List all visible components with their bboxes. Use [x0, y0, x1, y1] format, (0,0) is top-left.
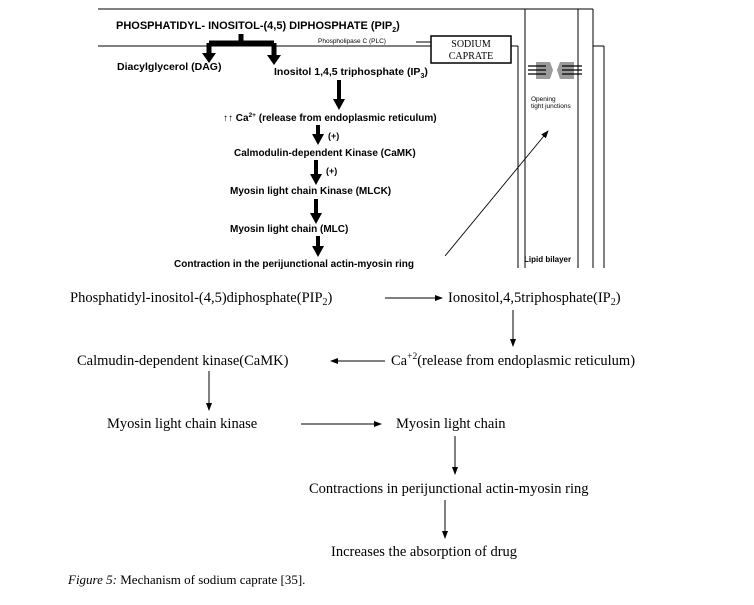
sodium-caprate-line1: SODIUM — [451, 39, 491, 50]
upper-pip2-label: PHOSPHATIDYL- INOSITOL-(4,5) DIPHOSPHATE… — [116, 20, 400, 34]
sodium-caprate-box — [430, 35, 512, 64]
lower-mlc-label: Myosin light chain — [396, 416, 506, 432]
pip2-branch-arrows — [202, 34, 281, 65]
figure-caption-text: Mechanism of sodium caprate [35]. — [116, 572, 306, 587]
mlc-label: Myosin light chain (MLC) — [230, 224, 348, 235]
opening-label-line1: Opening — [531, 96, 556, 103]
figure-caption-label: Figure 5: — [68, 572, 117, 587]
lower-ip2-label: Ionositol,4,5triphosphate(IP2) — [448, 290, 621, 308]
plus-label-2: (+) — [326, 166, 337, 176]
ca-label: ↑↑ Ca2+ (release from endoplasmic reticu… — [223, 112, 437, 124]
plc-label: Phospholipase C (PLC) — [318, 38, 386, 45]
dag-label: Diacylglycerol (DAG) — [117, 61, 221, 73]
mlck-label: Myosin light chain Kinase (MLCK) — [230, 186, 391, 197]
tight-junction-icon — [528, 62, 582, 79]
lower-flow-diagram: Phosphatidyl-inositol-(4,5)diphosphate(P… — [70, 290, 635, 560]
ca-to-camk-arrow — [312, 125, 324, 145]
lower-ca-label: Ca+2(release from endoplasmic reticulum) — [391, 352, 635, 369]
lipid-bilayer-label: Lipid bilayer — [524, 255, 571, 264]
plus-label-1: (+) — [328, 131, 339, 141]
opening-label-line2: tight junctions — [531, 103, 571, 110]
contraction-label: Contraction in the perijunctional actin-… — [174, 259, 414, 270]
mlck-to-mlc-arrow — [310, 199, 322, 224]
camk-label: Calmodulin-dependent Kinase (CaMK) — [234, 148, 416, 159]
ip3-to-ca-arrow — [333, 80, 345, 110]
lower-contractions-label: Contractions in perijunctional actin-myo… — [309, 481, 588, 497]
figure-caption: Figure 5: Mechanism of sodium caprate [3… — [68, 572, 305, 588]
lower-pip2-label: Phosphatidyl-inositol-(4,5)diphosphate(P… — [70, 290, 333, 308]
lower-absorption-label: Increases the absorption of drug — [331, 544, 517, 560]
lower-camk-label: Calmudin-dependent kinase(CaMK) — [77, 353, 289, 369]
ip3-label: Inositol 1,4,5 triphosphate (IP3) — [274, 66, 428, 80]
contraction-to-junction-pointer — [444, 130, 549, 257]
camk-to-mlck-arrow — [310, 160, 322, 185]
upper-schematic: PHOSPHATIDYL- INOSITOL-(4,5) DIPHOSPHATE… — [98, 8, 605, 270]
sodium-caprate-line2: CAPRATE — [449, 51, 493, 62]
mlc-to-contraction-arrow — [312, 236, 324, 257]
lower-mlck-label: Myosin light chain kinase — [107, 416, 257, 432]
